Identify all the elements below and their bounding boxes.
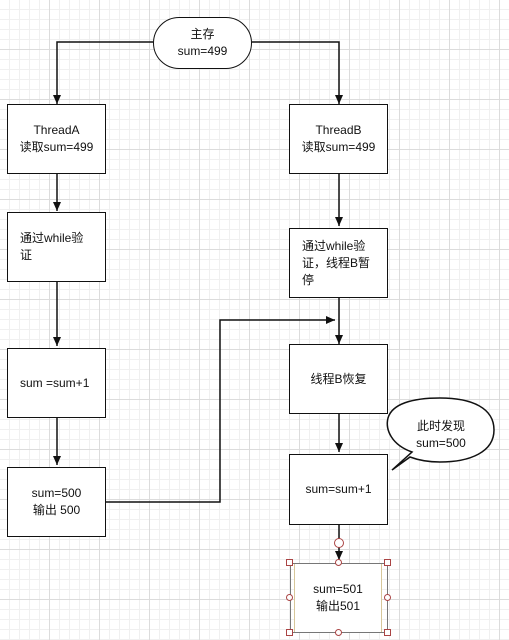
thread-b-output-label: sum=501 输出501 (313, 582, 363, 613)
speech-bubble (386, 397, 495, 471)
resize-handle-bottom[interactable] (335, 629, 342, 636)
arrow-a-output-to-b-chain (106, 316, 335, 503)
thread-a-output-label: sum=500 输出 500 (31, 486, 82, 517)
thread-a-read-label: ThreadA 读取sum=499 (19, 123, 94, 154)
thread-b-read-node[interactable]: ThreadB 读取sum=499 (289, 104, 388, 174)
thread-a-verify-node[interactable]: 通过while验 证 (7, 212, 106, 282)
thread-a-add-node[interactable]: sum =sum+1 (7, 348, 106, 418)
arrow-main-to-thread-a (53, 41, 153, 104)
resize-handle-bottom-left[interactable] (286, 629, 293, 636)
thread-a-read-node[interactable]: ThreadA 读取sum=499 (7, 104, 106, 174)
main-memory-label: 主存 sum=499 (177, 27, 228, 58)
resize-handle-bottom-right[interactable] (384, 629, 391, 636)
thread-b-verify-label: 通过while验 证，线程B暂 停 (302, 238, 371, 287)
rotate-handle[interactable] (334, 538, 344, 548)
thread-b-add-label: sum=sum+1 (305, 482, 372, 496)
thread-b-read-label: ThreadB 读取sum=499 (301, 123, 376, 154)
thread-b-resume-label: 线程B恢复 (310, 371, 367, 386)
thread-a-verify-label: 通过while验 证 (20, 231, 84, 262)
thread-b-resume-node[interactable]: 线程B恢复 (289, 344, 388, 414)
main-memory-node[interactable]: 主存 sum=499 (153, 17, 252, 69)
resize-handle-top-right[interactable] (384, 559, 391, 566)
selection-outline (290, 563, 388, 633)
thread-a-output-node[interactable]: sum=500 输出 500 (7, 467, 106, 537)
thread-b-verify-node[interactable]: 通过while验 证，线程B暂 停 (289, 228, 388, 298)
thread-b-add-node[interactable]: sum=sum+1 (289, 454, 388, 525)
thread-a-add-label: sum =sum+1 (20, 375, 90, 390)
callout-label: 此时发现 sum=500 (416, 419, 466, 450)
resize-handle-left[interactable] (286, 594, 293, 601)
resize-handle-top-left[interactable] (286, 559, 293, 566)
arrow-main-to-thread-b (252, 41, 343, 104)
resize-handle-right[interactable] (384, 594, 391, 601)
resize-handle-top[interactable] (335, 559, 342, 566)
